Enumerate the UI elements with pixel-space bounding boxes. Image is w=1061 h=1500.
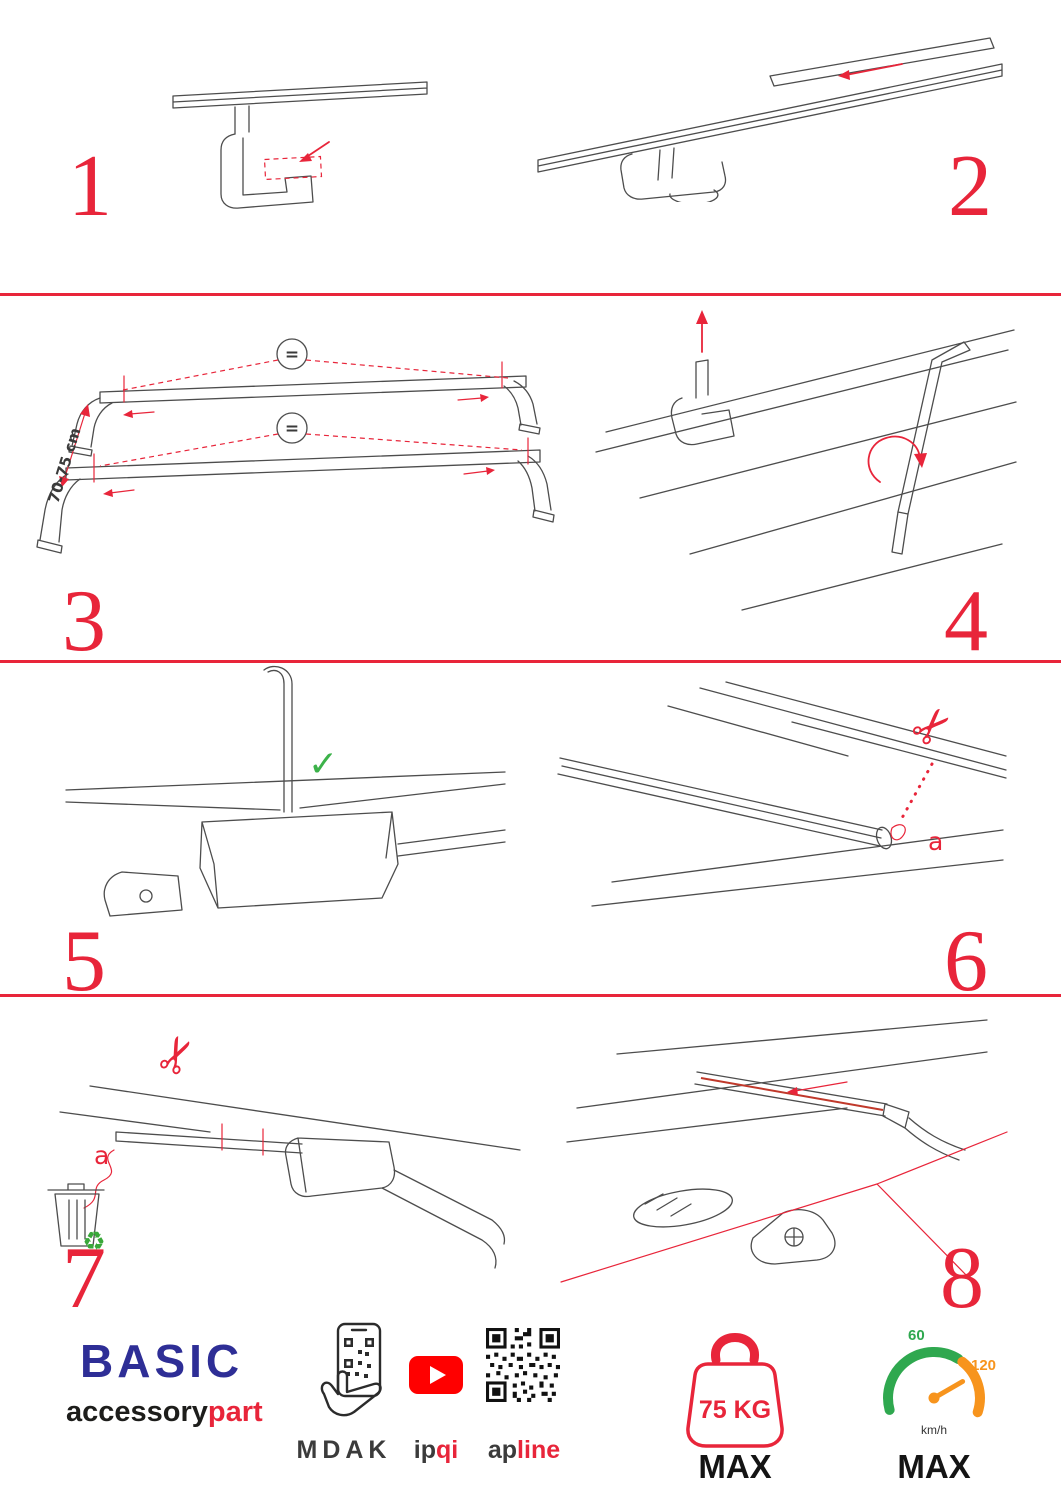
lift-arrow-icon — [696, 310, 708, 324]
qr-code-icon — [486, 1328, 560, 1402]
section-divider-2 — [0, 660, 1061, 663]
scissors-icon: ✂ — [144, 1025, 212, 1085]
apline-left-text: ap — [487, 1436, 518, 1464]
partner-ipqi: ipqi — [406, 1436, 466, 1465]
section-divider-1 — [0, 293, 1061, 296]
equal-symbol-bottom: = — [285, 419, 299, 439]
ipqi-right-text: qi — [436, 1436, 459, 1464]
apline-right-text: line — [517, 1436, 561, 1464]
speed-max-label: MAX — [897, 1448, 971, 1485]
brand-accessorypart: accessorypart — [66, 1396, 263, 1429]
step-4-tighten-diagram — [595, 310, 1017, 611]
weight-limit-value: 75 KG — [699, 1396, 771, 1424]
step-2-slide-diagram — [537, 37, 1003, 202]
bar-distance-label: 70-75 cm — [45, 426, 85, 506]
slide-arrow-icon — [838, 70, 850, 80]
strip-in-channel — [700, 1077, 884, 1111]
partner-mdak: MDAK — [296, 1436, 392, 1464]
brand-accessory-text: accessory — [66, 1396, 208, 1428]
step-3-spacing-diagram: = = 70-75 cm — [36, 338, 555, 554]
step-5-number: 5 — [62, 913, 106, 1010]
scissors-icon: ✂ — [899, 693, 967, 761]
brand-basic: BASIC — [80, 1335, 244, 1387]
step-8-final-assembly-diagram — [560, 1019, 1008, 1283]
gauge-high-label: 120 — [971, 1357, 996, 1374]
step-7-discard-diagram: ✂ a ♻ — [47, 1025, 521, 1269]
cut-line-dots — [900, 762, 934, 820]
brand-part-text: part — [207, 1396, 263, 1428]
gauge-low-label: 60 — [908, 1327, 925, 1344]
step-6-cut-strip-diagram: ✂ a — [557, 681, 1007, 907]
cut-label-a: a — [94, 1141, 109, 1170]
weight-limit-icon: 75 KG — [686, 1333, 784, 1448]
step-1-number: 1 — [68, 138, 112, 235]
roof-edge-highlight — [560, 1131, 1008, 1283]
insert-strip-arrow-icon — [787, 1087, 798, 1096]
equal-circle-top — [276, 338, 308, 370]
equal-circle-bottom — [276, 412, 308, 444]
gauge-needle — [931, 1379, 966, 1401]
cut-marks — [221, 1123, 264, 1156]
step-5-hook-check-diagram: ✓ — [65, 665, 506, 917]
step-2-number: 2 — [948, 138, 992, 235]
rotate-arrow-icon — [914, 453, 927, 468]
recycle-icon: ♻ — [82, 1227, 105, 1257]
youtube-icon — [409, 1356, 463, 1394]
ipqi-left-text: ip — [413, 1436, 436, 1464]
insert-block-highlight — [263, 155, 323, 181]
cut-label-a: a — [928, 827, 943, 856]
partner-apline: apline — [482, 1436, 566, 1465]
step-6-number: 6 — [944, 913, 988, 1010]
step-7-number: 7 — [62, 1230, 106, 1327]
gauge-unit-label: km/h — [921, 1423, 947, 1437]
weight-max-label: MAX — [698, 1448, 772, 1485]
step-3-number: 3 — [62, 573, 106, 670]
speed-limit-gauge-icon: 60 120 km/h — [883, 1327, 996, 1437]
discard-squiggle — [83, 1149, 115, 1209]
phone-scan-icon — [320, 1322, 382, 1417]
step-1-clamp-diagram — [172, 81, 428, 209]
step-4-number: 4 — [944, 573, 988, 670]
rubber-curl-highlight — [890, 824, 906, 841]
equal-symbol-top: = — [285, 345, 299, 365]
check-icon: ✓ — [308, 744, 338, 785]
trash-icon — [47, 1183, 105, 1247]
step-8-number: 8 — [940, 1230, 984, 1327]
section-divider-3 — [0, 994, 1061, 997]
insert-arrow-icon — [299, 153, 312, 162]
